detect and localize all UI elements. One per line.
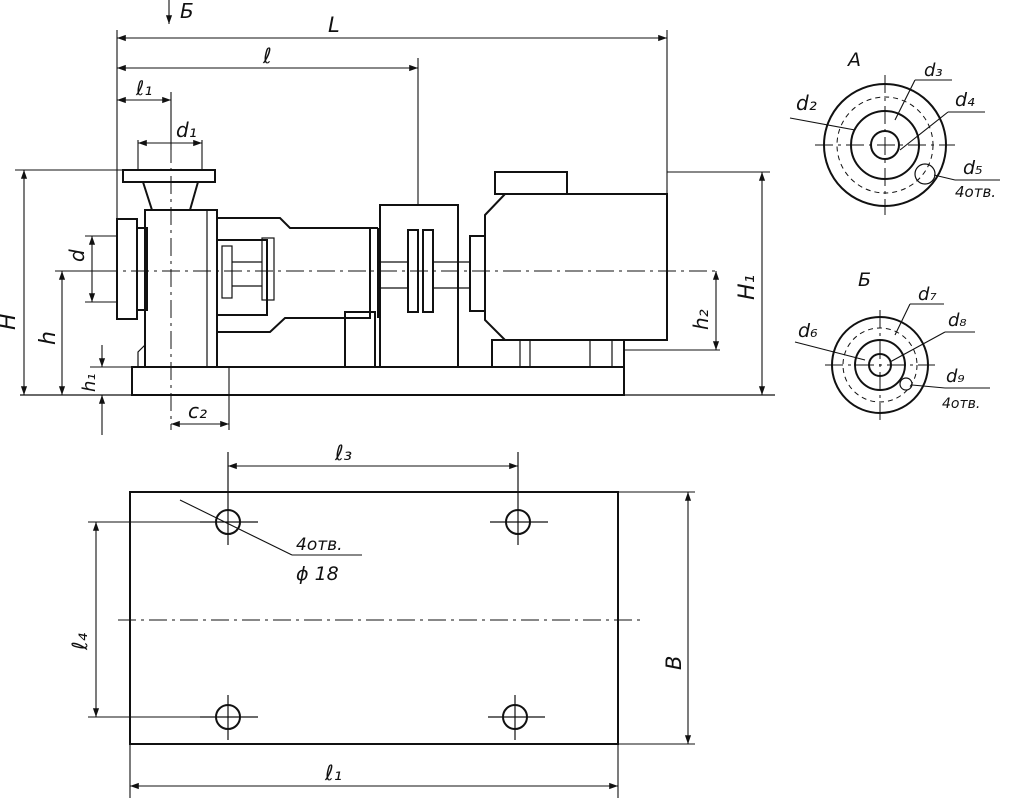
label-H1: H₁ [735, 275, 760, 300]
label-c2: c₂ [188, 399, 207, 423]
label-d1: d₁ [176, 118, 197, 142]
label-h2: h₂ [689, 309, 713, 330]
label-d7: d₇ [918, 284, 937, 305]
flange-B-holes-label: 4отв. [942, 396, 980, 412]
flange-A-bolt-hole [914, 163, 936, 185]
base-plate [131, 366, 625, 396]
base-frame-plan [129, 491, 619, 745]
flange-B-title: Б [858, 269, 871, 291]
label-l4: ℓ₄ [68, 632, 92, 651]
label-h: h [36, 331, 61, 345]
flange-A-holes-label: 4отв. [955, 183, 996, 201]
label-h1: h₁ [79, 373, 100, 392]
label-l3: ℓ₃ [334, 441, 352, 465]
label-l1-top: ℓ₁ [135, 76, 152, 100]
flange-B-bolt-hole [899, 377, 913, 391]
label-d4: d₄ [955, 89, 975, 111]
label-d9: d₉ [946, 366, 965, 387]
bearing-bracket [216, 217, 379, 368]
label-d2: d₂ [796, 91, 817, 115]
label-d6: d₆ [798, 320, 818, 342]
leader-d2 [789, 117, 856, 131]
label-L: L [328, 13, 340, 37]
coupling [378, 204, 470, 368]
flange-view-A: А d₂ d₃ d₄ d₅ 4отв. [789, 49, 1000, 215]
label-l1: ℓ₁ [324, 761, 342, 785]
side-view: L ℓ ℓ₁ d₁ Б H h d h₁ c₂ h₂ H₁ [0, 0, 775, 435]
label-H: H [0, 313, 21, 330]
flange-A-title: А [846, 49, 861, 71]
flange-view-B: Б d₆ d₇ d₈ d₉ 4отв. [794, 269, 990, 420]
label-d: d [65, 249, 89, 262]
label-d5: d₅ [963, 157, 983, 179]
leader-holes [179, 499, 293, 556]
plan-hole-diameter-label: ϕ 18 [296, 563, 339, 585]
electric-motor [469, 171, 668, 368]
label-B: B [662, 656, 686, 670]
label-d8: d₈ [948, 310, 967, 331]
plan-view: ℓ₃ 4отв. ϕ 18 ℓ₄ B ℓ₁ [68, 441, 695, 798]
label-view-B-marker: Б [180, 0, 194, 23]
pump-casing [116, 169, 218, 368]
label-l: ℓ [262, 44, 272, 68]
label-d3: d₃ [924, 60, 943, 81]
plan-holes-label: 4отв. [296, 535, 343, 555]
